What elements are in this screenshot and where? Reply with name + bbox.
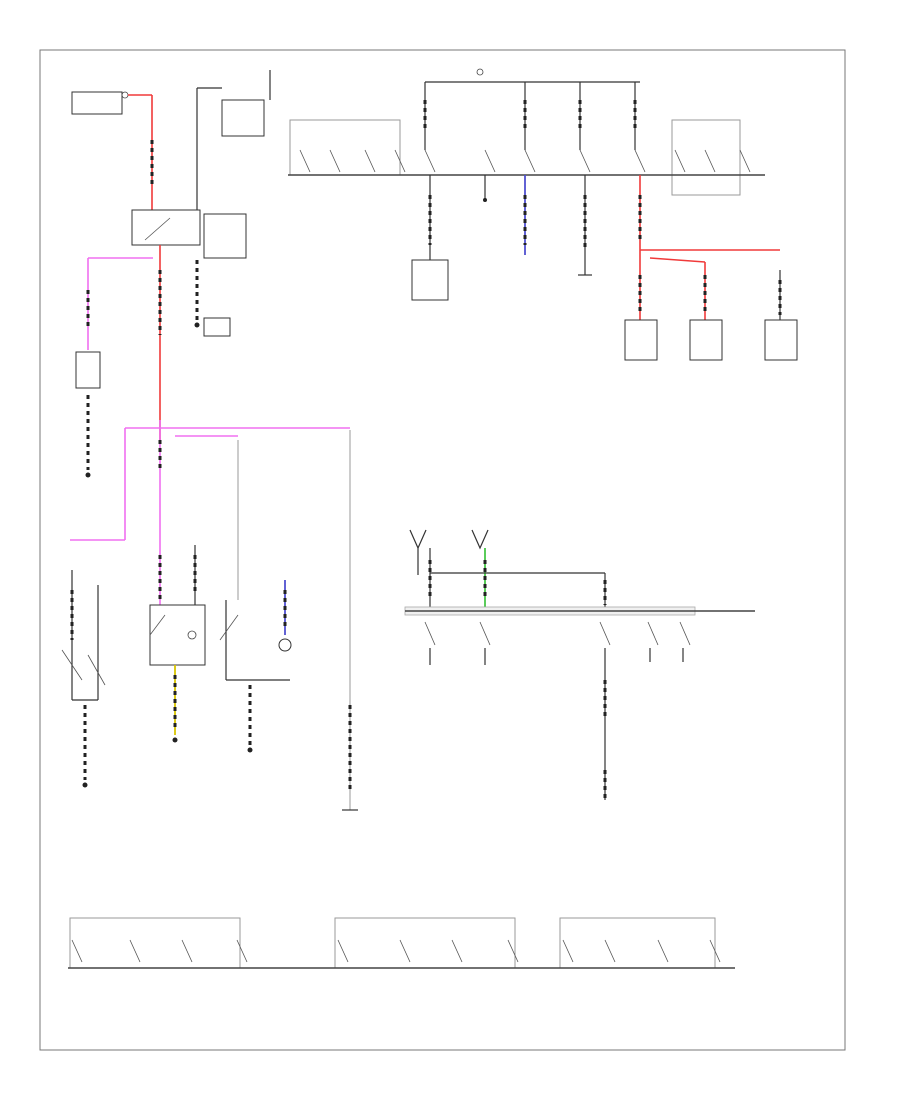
module-box-3	[689, 319, 723, 361]
top-fuse-bus	[288, 68, 798, 361]
module-box-4	[764, 319, 798, 361]
middle-fuse-bus	[404, 529, 755, 800]
diagram-frame	[39, 49, 846, 1051]
relay-box	[131, 209, 201, 246]
switch-box-center	[149, 604, 206, 666]
fuse-box-left	[75, 351, 101, 389]
pink-distribution	[70, 420, 358, 811]
module-box-1	[411, 259, 449, 301]
module-box-2	[624, 319, 658, 361]
lower-left-switches	[61, 545, 292, 788]
upper-left-feed	[71, 70, 271, 440]
left-pink-feed	[75, 257, 153, 478]
bottom-fuse-buses	[68, 917, 735, 969]
